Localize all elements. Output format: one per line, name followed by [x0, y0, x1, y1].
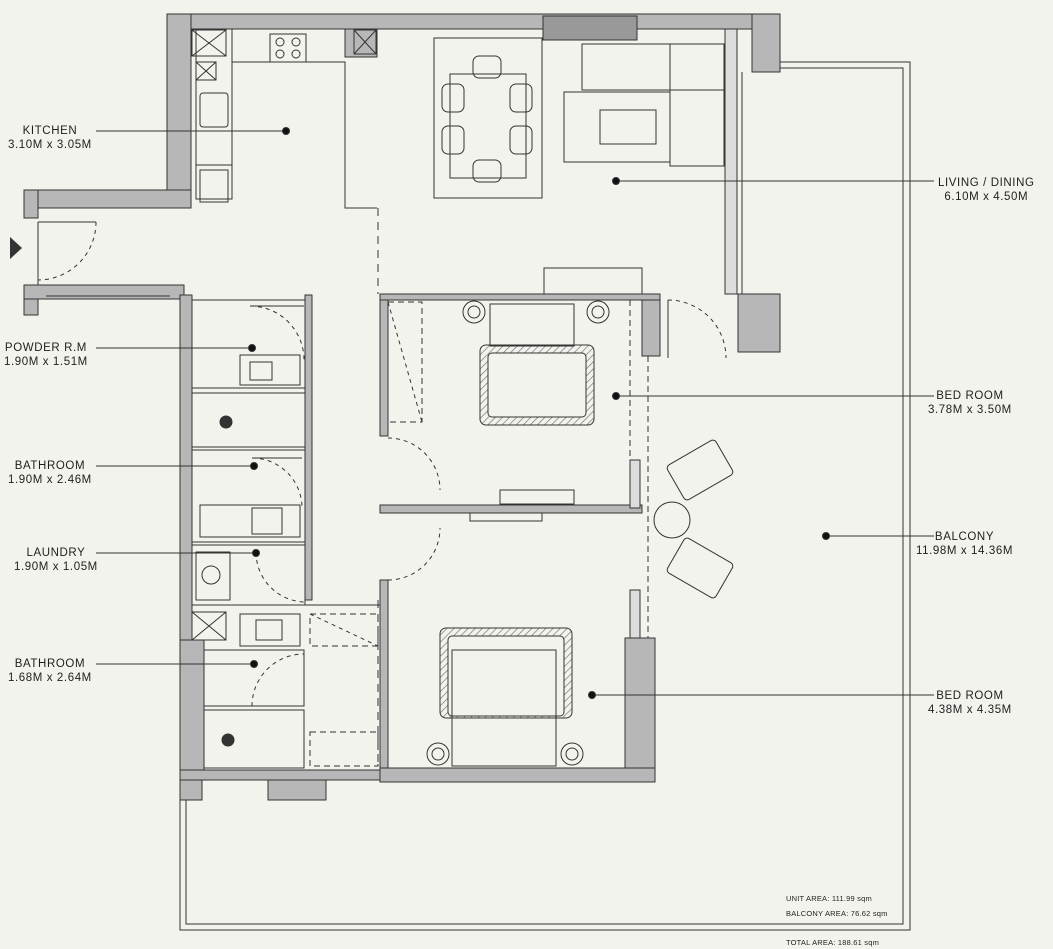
- room-label-bedroom-1: BED ROOM 3.78M x 3.50M: [928, 389, 1012, 417]
- room-name: BATHROOM: [14, 460, 86, 472]
- room-size: 1.68M x 2.64M: [8, 672, 92, 684]
- room-label-bedroom-2: BED ROOM 4.38M x 4.35M: [928, 689, 1012, 717]
- room-name: BED ROOM: [936, 690, 1004, 702]
- room-label-powder-room: POWDER R.M 1.90M x 1.51M: [4, 341, 88, 369]
- room-size: 3.10M x 3.05M: [8, 139, 92, 151]
- room-name: KITCHEN: [22, 125, 78, 137]
- room-label-kitchen: KITCHEN 3.10M x 3.05M: [8, 124, 92, 152]
- leader-lines: [96, 127, 934, 699]
- room-label-bathroom-1: BATHROOM 1.90M x 2.46M: [8, 459, 92, 487]
- room-name: LAUNDRY: [26, 547, 86, 559]
- room-name: LIVING / DINING: [938, 177, 1035, 189]
- interior-lines: [37, 28, 743, 769]
- room-size: 1.90M x 1.05M: [14, 561, 98, 573]
- room-size: 6.10M x 4.50M: [944, 191, 1029, 203]
- room-size: 4.38M x 4.35M: [928, 704, 1012, 716]
- entry-arrow-icon: [10, 237, 22, 259]
- room-size: 1.90M x 2.46M: [8, 474, 92, 486]
- room-size: 1.90M x 1.51M: [4, 356, 88, 368]
- room-label-balcony: BALCONY 11.98M x 14.36M: [916, 530, 1013, 558]
- room-size: 3.78M x 3.50M: [928, 404, 1012, 416]
- balcony-outline: [179, 61, 911, 931]
- room-label-living-dining: LIVING / DINING 6.10M x 4.50M: [938, 176, 1035, 204]
- balcony-area: BALCONY AREA: 76.62 sqm: [786, 909, 888, 918]
- room-name: BATHROOM: [14, 658, 86, 670]
- walls: [23, 13, 781, 801]
- total-area: TOTAL AREA: 188.61 sqm: [786, 938, 880, 947]
- room-name: POWDER R.M: [4, 342, 87, 354]
- room-size: 11.98M x 14.36M: [916, 545, 1014, 557]
- room-label-bathroom-2: BATHROOM 1.68M x 2.64M: [8, 657, 92, 685]
- room-name: BALCONY: [934, 531, 995, 543]
- room-name: BED ROOM: [936, 390, 1004, 402]
- unit-area: UNIT AREA: 111.99 sqm: [786, 894, 872, 903]
- room-label-laundry: LAUNDRY 1.90M x 1.05M: [14, 546, 98, 574]
